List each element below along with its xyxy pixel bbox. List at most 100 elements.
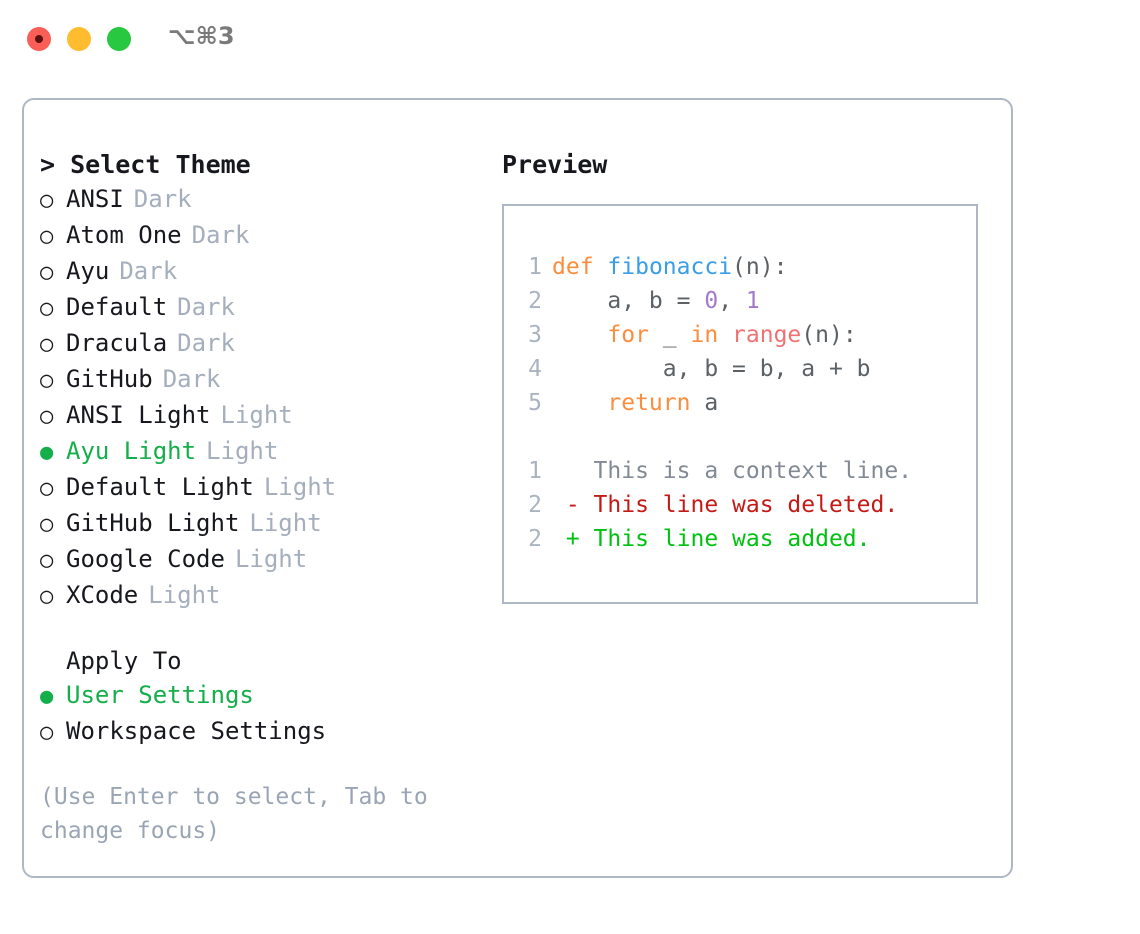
radio-unselected-icon: ○ [40,224,54,249]
code-token: a, b = b, a + b [552,356,871,382]
code-token: , [718,288,746,314]
code-token: (n): [801,322,857,348]
code-token: return [607,390,691,416]
code-token: 1 [745,288,760,314]
diff-text: This line was added. [593,526,871,552]
theme-name: ANSI [66,185,124,213]
line-number: 2 [528,526,542,552]
line-number: 4 [528,356,542,382]
page-title: > Select Theme [40,150,251,179]
theme-name: Dracula [66,329,168,357]
theme-variant-badge: Light [249,509,322,537]
apply-to-heading: Apply To [66,647,182,675]
theme-name: Default [66,293,168,321]
theme-variant-badge: Light [148,581,221,609]
code-token: a [690,390,719,416]
theme-list-item[interactable]: ○ GitHub Light Light [40,506,480,542]
theme-list-item[interactable]: ○ Atom One Dark [40,218,480,254]
radio-unselected-icon: ○ [40,476,54,501]
radio-unselected-icon: ○ [40,368,54,393]
theme-variant-badge: Dark [177,329,235,357]
theme-list-item[interactable]: ○ Ayu Dark [40,254,480,290]
diff-sign: - [552,492,594,518]
theme-name: Ayu Light [66,437,197,465]
code-token [718,322,732,348]
theme-variant-badge: Dark [133,185,192,213]
radio-selected-icon: ● [40,684,54,709]
theme-variant-badge: Light [220,401,293,429]
diff-text: This line was deleted. [593,492,899,518]
theme-variant-badge: Light [263,473,337,501]
code-line: 5 return a [504,386,976,420]
code-token: 0 [704,288,719,314]
theme-list-item[interactable]: ○ Default Light Light [40,470,480,506]
theme-name: Ayu [66,257,110,285]
theme-variant-badge: Dark [177,293,235,321]
code-token: in [690,322,719,348]
code-line: 2 a, b = 0, 1 [504,284,976,318]
radio-unselected-icon: ○ [40,332,54,357]
line-number: 5 [528,390,542,416]
apply-to-item[interactable]: ○ Workspace Settings [40,714,480,750]
radio-unselected-icon: ○ [40,188,54,213]
radio-unselected-icon: ○ [40,512,54,537]
code-token: _ [648,322,691,348]
code-token [552,390,607,416]
radio-unselected-icon: ○ [40,260,54,285]
code-line: 3 for _ in range(n): [504,318,976,352]
theme-name: GitHub [66,365,153,393]
diff-sample: 1 This is a context line.2 - This line w… [504,454,976,556]
close-button[interactable] [27,27,51,51]
theme-list-item[interactable]: ○ Google Code Light [40,542,480,578]
theme-variant-badge: Dark [191,221,250,249]
theme-variant-badge: Dark [162,365,221,393]
apply-to-item[interactable]: ●User Settings [40,678,480,714]
code-token: (n): [732,254,788,280]
preview-title: Preview [502,150,608,179]
apply-to-label: Workspace Settings [66,717,327,745]
code-token [594,254,608,280]
line-number: 1 [528,458,542,484]
theme-name: Google Code [66,545,225,573]
maximize-button[interactable] [107,27,131,51]
diff-line: 2 + This line was added. [504,522,976,556]
theme-list-item[interactable]: ○ Dracula Dark [40,326,480,362]
radio-unselected-icon: ○ [40,720,54,745]
code-token: def [552,254,594,280]
theme-name: Default Light [66,473,254,501]
title-bar: ⌥⌘3 [0,0,1140,78]
apply-to-list: ●User Settings ○ Workspace Settings [40,678,480,750]
line-number: 3 [528,322,542,348]
theme-variant-badge: Light [234,545,308,573]
radio-unselected-icon: ○ [40,584,54,609]
diff-line: 2 - This line was deleted. [504,488,976,522]
diff-sign [552,458,594,484]
theme-variant-badge: Dark [119,257,178,285]
radio-unselected-icon: ○ [40,548,54,573]
diff-sign: + [552,526,594,552]
theme-list-item[interactable]: ○ GitHub Dark [40,362,480,398]
theme-variant-badge: Light [206,437,279,465]
theme-name: GitHub Light [66,509,240,537]
code-token: for [607,322,649,348]
keyboard-hint: (Use Enter to select, Tab to change focu… [40,784,442,844]
line-number: 2 [528,288,542,314]
radio-unselected-icon: ○ [40,404,54,429]
theme-list-item[interactable]: ○ ANSI Dark [40,182,480,218]
theme-name: Atom One [66,221,182,249]
minimize-button[interactable] [67,27,91,51]
code-token [552,322,607,348]
code-line: 4 a, b = b, a + b [504,352,976,386]
line-number: 1 [528,254,542,280]
